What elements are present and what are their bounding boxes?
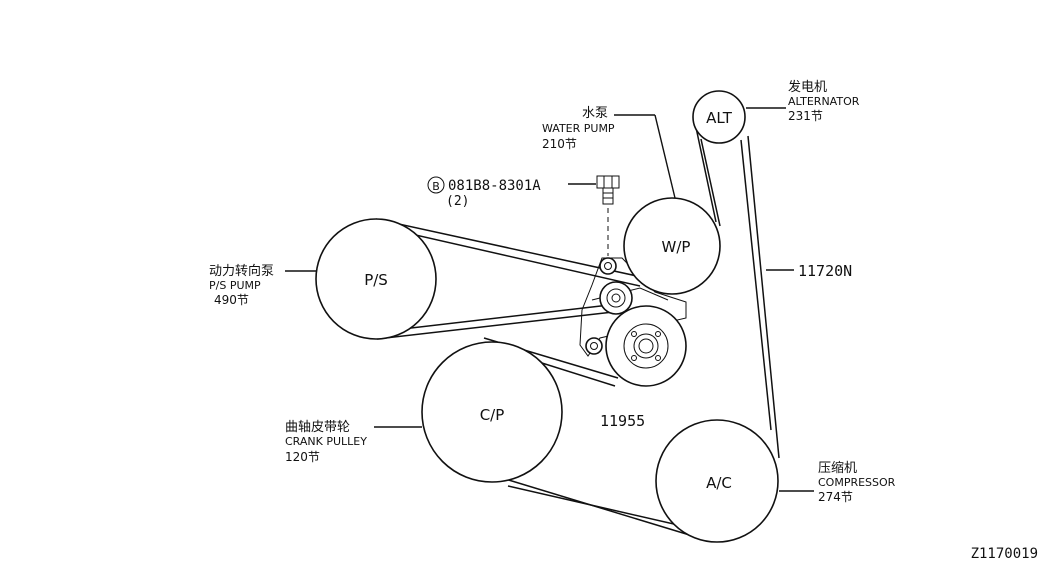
bolt-hole-lower <box>585 337 603 355</box>
bolt-hole-upper <box>599 257 617 275</box>
pulley-ac-label: A/C <box>706 474 732 492</box>
label-water-pump: 水泵 WATER PUMP 210节 <box>542 106 615 151</box>
bolt-part-number: 081B8-8301A <box>448 178 541 194</box>
label-ps-pump: 动力转向泵 P/S PUMP 490节 <box>209 263 274 307</box>
label-water-pump-cn: 水泵 <box>582 106 608 121</box>
label-crank-code: 120节 <box>285 450 320 464</box>
main-belt-11720n <box>483 117 780 541</box>
leader-lines <box>285 107 814 492</box>
pulley-tensioner <box>605 305 687 387</box>
label-water-pump-en: WATER PUMP <box>542 122 615 135</box>
pulley-alt-label: ALT <box>706 109 733 127</box>
label-alternator-code: 231节 <box>788 109 823 123</box>
pulley-cp-label: C/P <box>480 406 505 424</box>
label-crank-pulley: 曲轴皮带轮 CRANK PULLEY 120节 <box>285 420 367 464</box>
label-alternator-en: ALTERNATOR <box>788 95 860 108</box>
label-compressor-cn: 压缩机 <box>818 460 857 476</box>
label-compressor-code: 274节 <box>818 490 853 504</box>
pulley-wp: W/P <box>623 197 721 295</box>
label-ps-pump-en: P/S PUMP <box>209 279 261 292</box>
label-crank-cn: 曲轴皮带轮 <box>285 420 350 435</box>
pulley-wp-label: W/P <box>662 238 691 256</box>
label-alternator-cn: 发电机 <box>788 79 827 95</box>
bolt-callout-circle <box>427 176 445 194</box>
bolt-callout-letter: B <box>432 180 440 193</box>
label-crank-en: CRANK PULLEY <box>285 435 367 448</box>
tensioner-bracket <box>579 257 687 357</box>
pulley-ac: A/C <box>655 419 779 543</box>
figure-id: Z1170019 <box>971 546 1038 562</box>
pulley-cp: C/P <box>421 341 563 483</box>
label-ps-pump-cn: 动力转向泵 <box>209 263 274 279</box>
tensioner-part-number: 11955 <box>600 412 645 430</box>
label-compressor: 压缩机 COMPRESSOR 274节 <box>818 460 896 504</box>
pulley-ps-label: P/S <box>364 271 388 289</box>
pulley-alt: ALT <box>692 90 746 144</box>
label-ps-pump-code: 490节 <box>214 293 249 307</box>
label-water-pump-code: 210节 <box>542 137 577 151</box>
bolt-quantity: (2) <box>446 194 469 209</box>
bolt-icon <box>596 175 620 256</box>
label-alternator: 发电机 ALTERNATOR 231节 <box>788 79 860 123</box>
belt-part-number: 11720N <box>798 262 852 280</box>
label-bolt: B 081B8-8301A (2) <box>427 176 541 209</box>
label-compressor-en: COMPRESSOR <box>818 476 896 489</box>
pulley-ps: P/S <box>315 218 437 340</box>
